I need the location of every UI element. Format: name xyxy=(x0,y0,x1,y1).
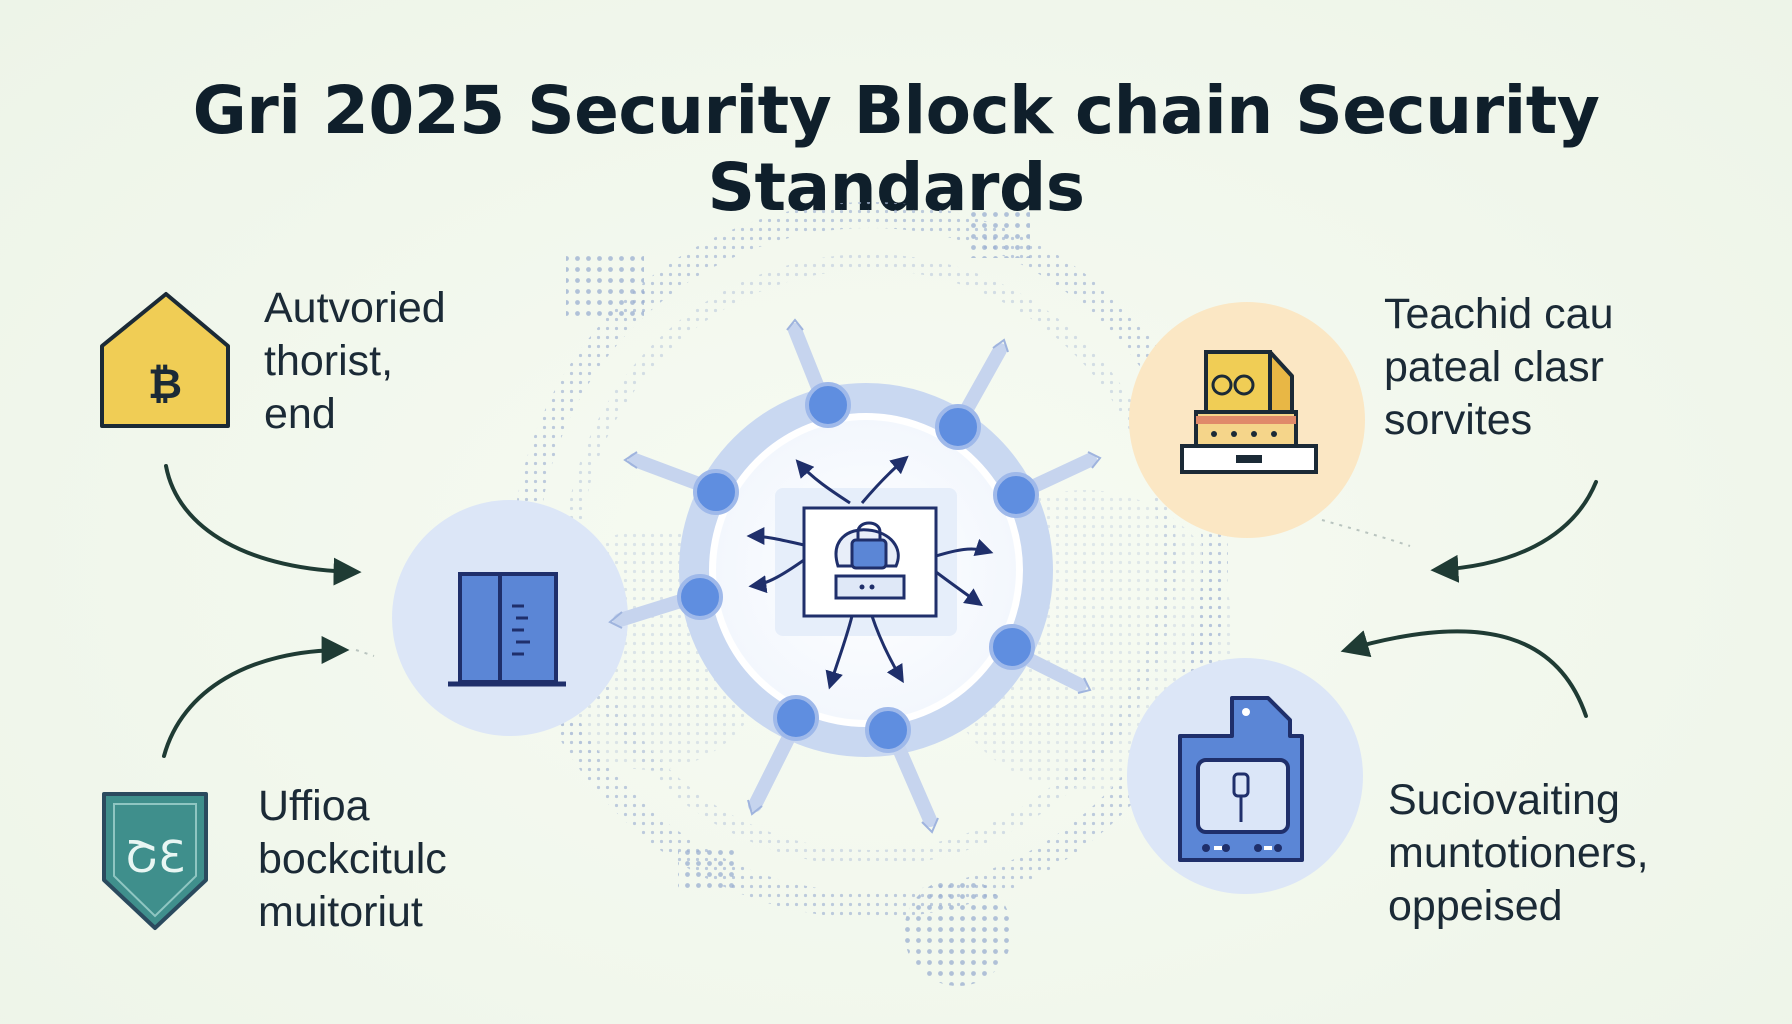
ledger-node xyxy=(392,500,628,736)
flow-arrow-bottom-right xyxy=(1340,629,1588,718)
label-top-left: Autvoried thorist, end xyxy=(264,282,446,441)
flow-arrow-bottom-left xyxy=(162,636,350,758)
label-top-left-line-2: thorist, xyxy=(264,337,394,385)
label-top-right-line-2: pateal clasr xyxy=(1384,343,1604,391)
flow-arrows xyxy=(162,464,1598,758)
padlock-hub-icon xyxy=(802,506,938,618)
hardware-chip-icon xyxy=(1178,696,1304,862)
blockchain-hub xyxy=(608,318,1102,834)
flow-arrow-top-left xyxy=(164,464,362,586)
page-title: Gri 2025 Security Block chain Security S… xyxy=(192,72,1600,226)
label-top-right-line-1: Teachid cau xyxy=(1384,290,1614,338)
label-top-left-line-1: Autvoried xyxy=(264,284,446,332)
server-node xyxy=(1129,302,1365,538)
shield-badge-code: ՇƐ xyxy=(125,832,185,883)
label-bottom-left-line-1: Uffioa xyxy=(258,782,370,830)
server-storage-icon xyxy=(1180,350,1318,474)
bitcoin-house-icon: ₿ xyxy=(100,292,230,428)
label-top-right: Teachid cau pateal clasr sorvites xyxy=(1384,288,1614,447)
label-bottom-left-line-2: bockcitulc xyxy=(258,835,447,883)
flow-arrow-top-right xyxy=(1430,480,1598,583)
hub-arrows xyxy=(746,455,994,690)
label-bottom-right-line-2: muntotioners, xyxy=(1388,829,1649,877)
label-bottom-right-line-3: oppeised xyxy=(1388,882,1563,930)
label-bottom-right-line-1: Suciovaiting xyxy=(1388,776,1620,824)
flow-arrow-trails xyxy=(355,519,1411,657)
label-bottom-left-line-3: muitoriut xyxy=(258,888,423,936)
hub-nodes xyxy=(677,382,1039,753)
label-bottom-left: Uffioa bockcitulc muitoriut xyxy=(258,780,447,939)
label-bottom-right: Suciovaiting muntotioners, oppeised xyxy=(1388,774,1649,933)
ledger-block-icon xyxy=(448,572,566,687)
label-top-left-line-3: end xyxy=(264,390,336,438)
label-top-right-line-3: sorvites xyxy=(1384,396,1533,444)
hub-spoke-outlines xyxy=(608,318,1102,834)
dot-clusters xyxy=(566,206,1030,986)
svg-text:₿: ₿ xyxy=(148,359,182,408)
shield-code-icon: ՇƐ xyxy=(102,792,208,930)
hardware-node xyxy=(1127,658,1363,894)
